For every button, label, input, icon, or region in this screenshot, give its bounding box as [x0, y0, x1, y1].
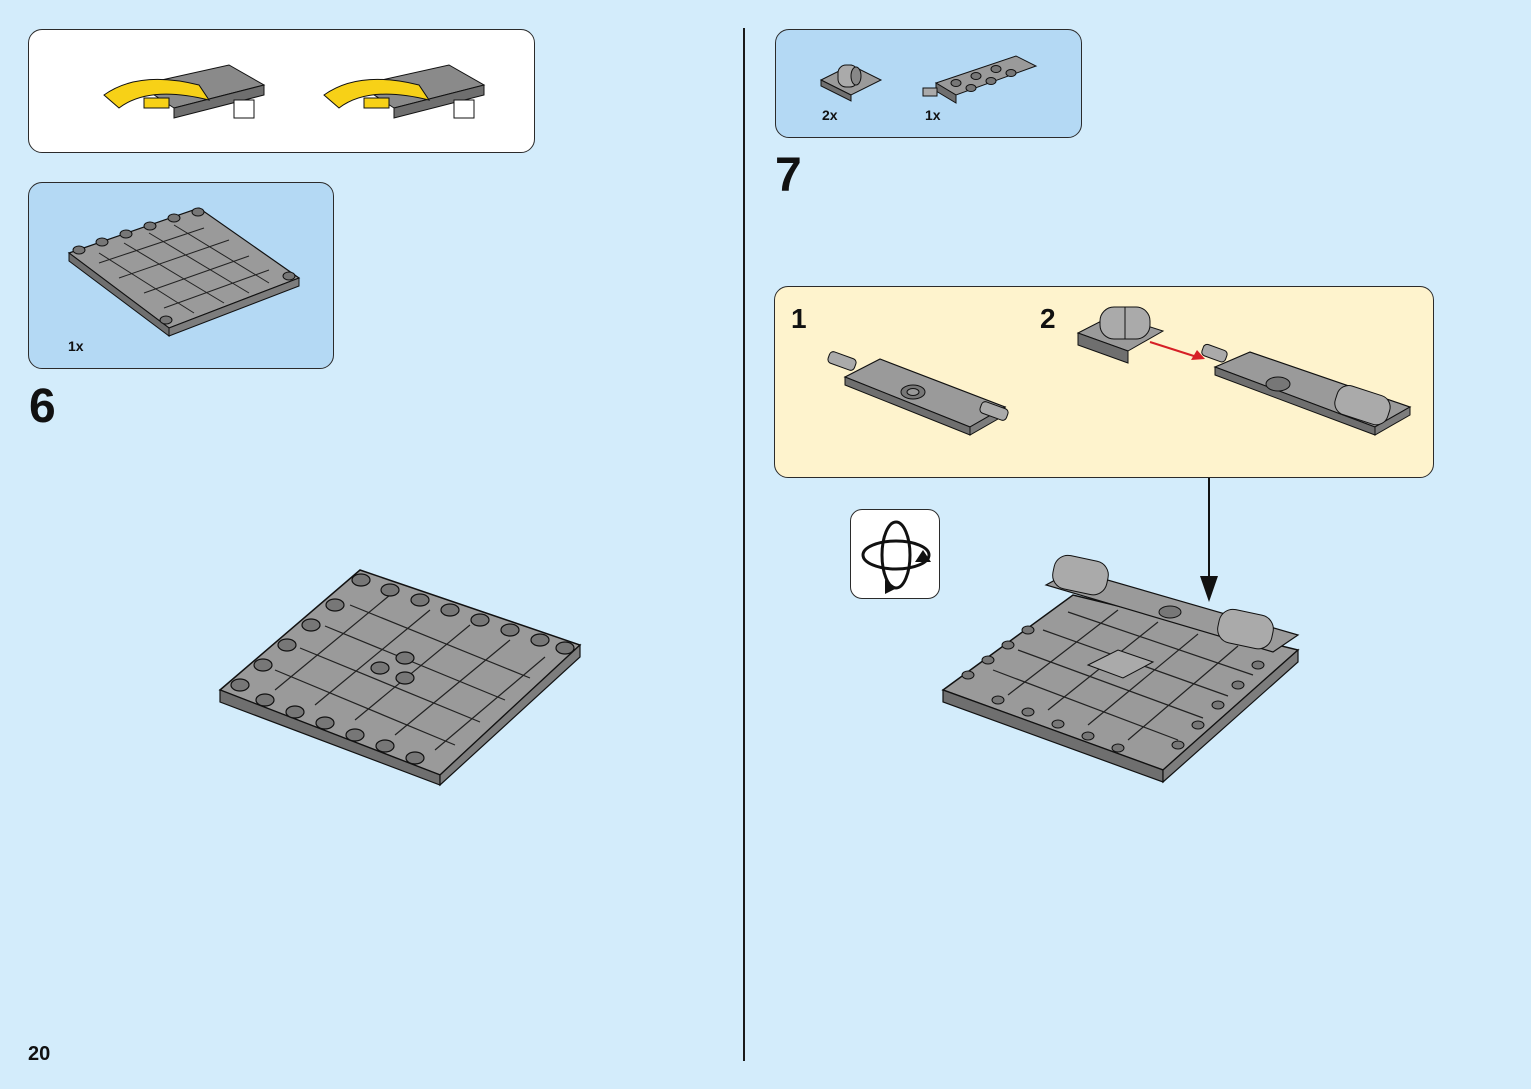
part-quantity: 1x	[68, 338, 84, 354]
previous-result-box	[28, 29, 535, 153]
page-number: 20	[28, 1043, 51, 1065]
hinge-brick-part-icon	[819, 64, 883, 102]
pin-plate-part-icon	[922, 55, 1038, 104]
substep-number-1: 1	[791, 303, 807, 334]
part-quantity-a: 2x	[822, 107, 838, 123]
substep-1-illustration	[827, 351, 1009, 436]
model-preview-1	[103, 64, 266, 119]
model-preview-2	[323, 64, 486, 119]
assembly-arrow	[1149, 341, 1205, 360]
step-number-6: 6	[29, 380, 56, 433]
part-quantity-b: 1x	[925, 107, 941, 123]
grille-plate-part-icon	[67, 207, 301, 337]
hinge-brick-illustration	[1076, 306, 1165, 364]
grille-plate-illustration	[218, 569, 582, 787]
rotate-model-icon	[861, 520, 931, 594]
step-number-7: 7	[775, 149, 802, 202]
substep-number-2: 2	[1040, 303, 1056, 334]
sub-assembly-box: 1 2	[774, 286, 1434, 478]
substep-2-illustration	[1201, 343, 1412, 436]
parts-list-step-7: 2x 1x	[775, 29, 1082, 138]
parts-list-step-6: 1x	[28, 182, 334, 369]
page-divider	[743, 28, 745, 1061]
placement-arrow	[1200, 478, 1218, 602]
rotate-model-box	[850, 509, 940, 599]
assembled-plate-illustration	[941, 554, 1300, 784]
